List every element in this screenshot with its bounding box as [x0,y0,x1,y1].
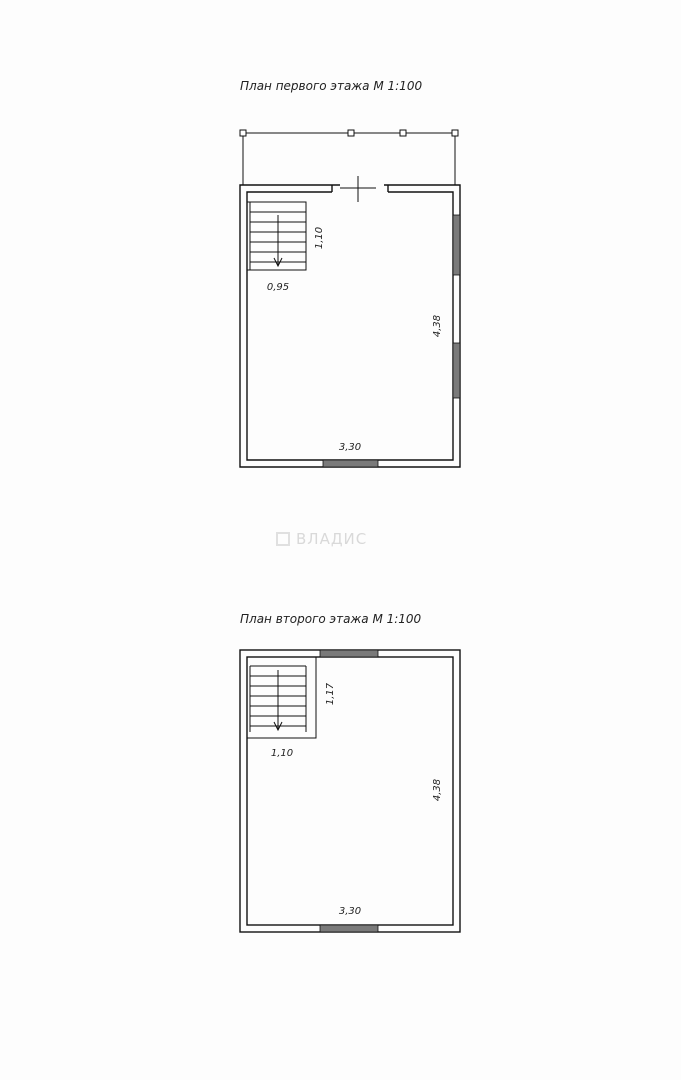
stair-width-label: 0,95 [267,282,289,293]
stair-width-label: 1,10 [271,748,293,759]
room-width-label: 3,30 [339,442,361,453]
arrow-head-icon [273,257,283,268]
window-right-upper [452,214,461,276]
first-floor-plan-title: План первого этажа М 1:100 [240,79,423,93]
second-floor-windows [319,649,379,933]
first-floor-stairs [247,201,307,271]
watermark-text: ВЛАДИС [296,530,368,548]
room-length-label: 4,38 [432,779,443,801]
second-floor-plan-title: План второго этажа М 1:100 [240,612,422,626]
window-bottom [322,459,379,468]
window-top [319,649,379,658]
terrace-post [399,129,407,137]
stair-outline [247,201,307,271]
second-floor-walls [239,649,461,933]
first-floor-windows [322,214,461,468]
window-right-lower [452,342,461,399]
terrace-post [239,129,247,137]
window-bottom [319,924,379,933]
entrance-door [340,176,376,202]
second-floor-dimensions: 1,17 1,10 4,38 3,30 [271,682,443,917]
second-floor-plan: 1,17 1,10 4,38 3,30 [239,649,461,933]
terrace-post [347,129,355,137]
outer-wall [239,184,461,468]
first-floor-dimensions: 1,10 0,95 4,38 3,30 [267,227,443,453]
stair-length-label: 1,10 [314,227,325,249]
room-width-label: 3,30 [339,906,361,917]
house-logo-icon [276,532,290,546]
terrace [239,129,459,185]
first-floor-walls [239,184,461,468]
terrace-post [451,129,459,137]
room-length-label: 4,38 [432,315,443,337]
second-floor-stairs [247,657,317,739]
watermark: ВЛАДИС [276,530,367,548]
outer-wall [239,649,461,933]
arrow-head-icon [273,721,283,732]
first-floor-plan: 1,10 0,95 4,38 3,30 [239,129,461,468]
stair-length-label: 1,17 [325,682,336,705]
stairwell-outline [247,657,317,739]
